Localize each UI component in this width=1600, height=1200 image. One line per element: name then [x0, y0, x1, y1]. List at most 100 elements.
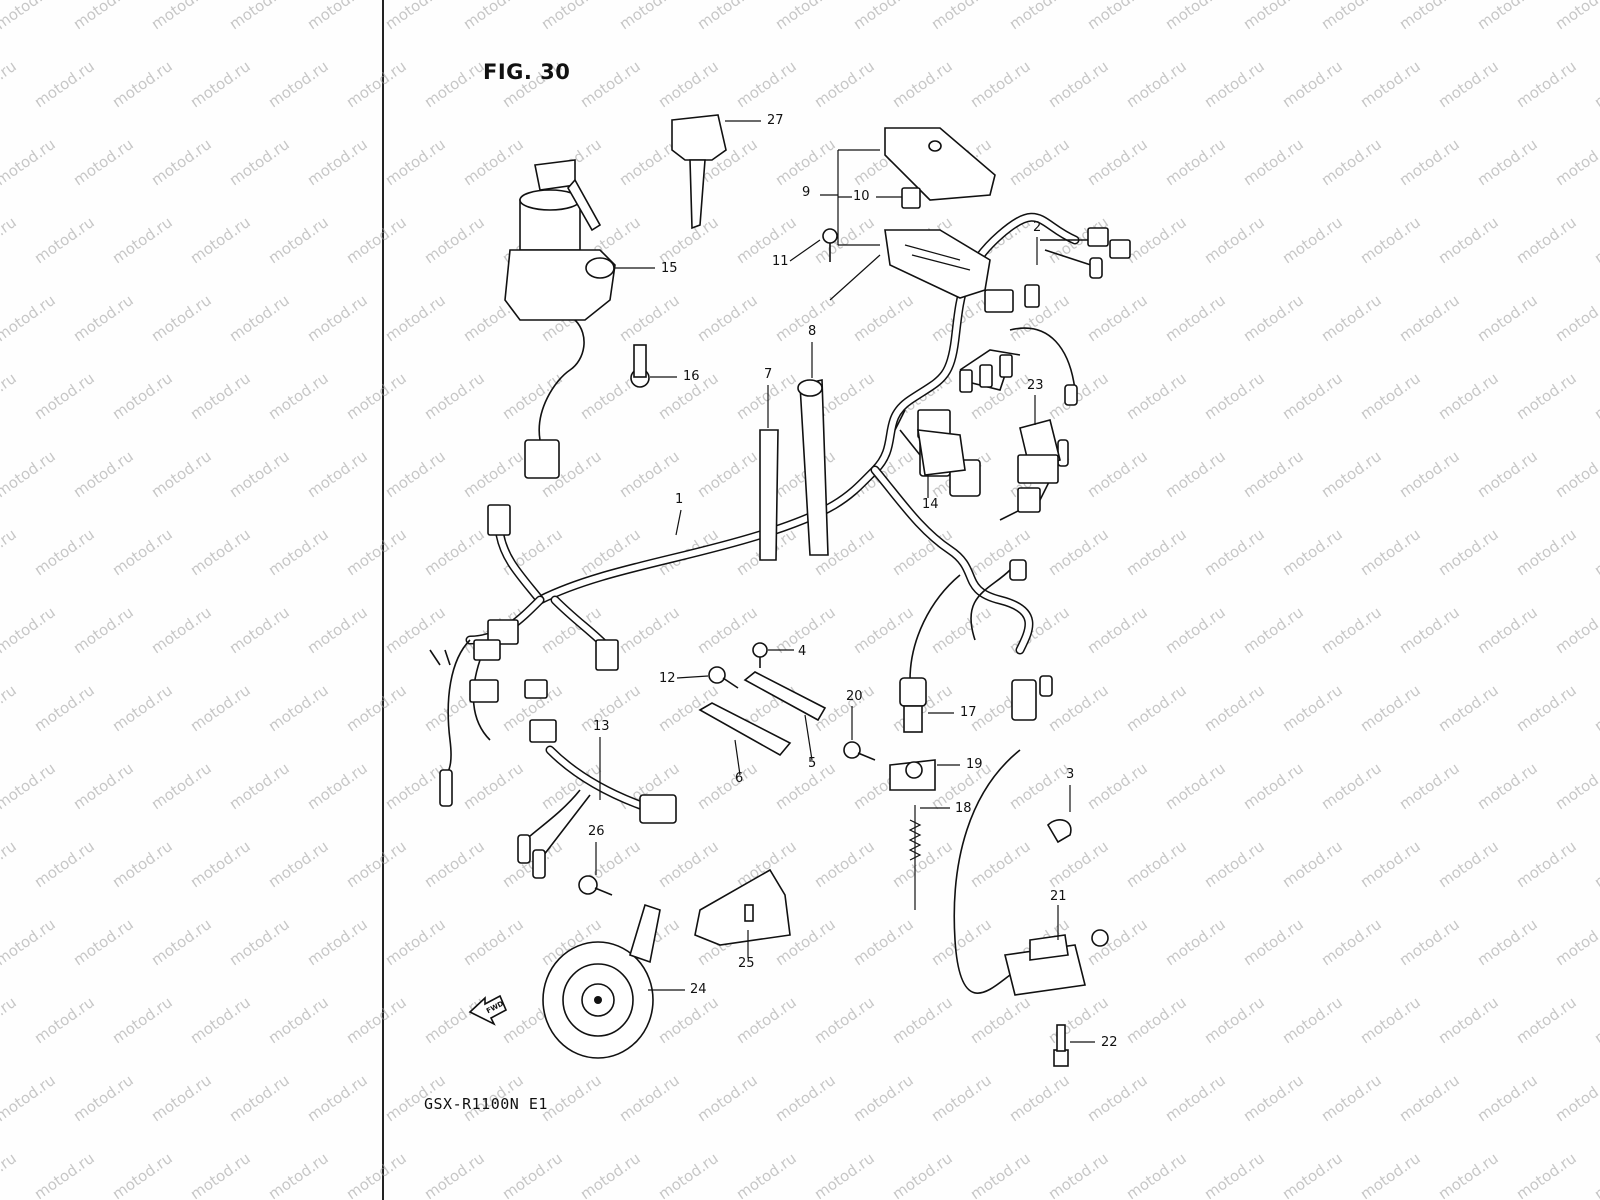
- watermark-text: motod.ru: [499, 1149, 566, 1200]
- watermark-text: motod.ru: [1162, 603, 1229, 657]
- watermark-text: motod.ru: [1201, 213, 1268, 267]
- watermark-text: motod.ru: [1357, 681, 1424, 735]
- watermark-text: motod.ru: [733, 1149, 800, 1200]
- callout-10: 10: [853, 189, 870, 204]
- callout-27: 27: [767, 113, 784, 128]
- straps-and-clamps: [698, 379, 1072, 844]
- watermark-text: motod.ru: [1045, 1149, 1112, 1200]
- watermark-text: motod.ru: [1435, 57, 1502, 111]
- callout-13: 13: [593, 719, 610, 734]
- watermark-text: motod.ru: [343, 993, 410, 1047]
- watermark-text: motod.ru: [1162, 1071, 1229, 1125]
- watermark-text: motod.ru: [382, 291, 449, 345]
- watermark-text: motod.ru: [148, 1071, 215, 1125]
- watermark-text: motod.ru: [343, 213, 410, 267]
- watermark-text: motod.ru: [1006, 135, 1073, 189]
- watermark-text: motod.ru: [1006, 0, 1073, 33]
- watermark-text: motod.ru: [1435, 993, 1502, 1047]
- callout-2: 2: [1033, 220, 1041, 235]
- watermark-text: motod.ru: [421, 1149, 488, 1200]
- watermark-text: motod.ru: [1006, 759, 1073, 813]
- watermark-text: motod.ru: [694, 0, 761, 33]
- watermark-text: motod.ru: [109, 57, 176, 111]
- watermark-text: motod.ru: [187, 1149, 254, 1200]
- watermark-text: motod.ru: [0, 213, 20, 267]
- watermark-text: motod.ru: [850, 0, 917, 33]
- watermark-text: motod.ru: [1357, 1149, 1424, 1200]
- watermark-text: motod.ru: [1045, 57, 1112, 111]
- stop-switch: [889, 574, 961, 910]
- watermark-text: motod.ru: [109, 525, 176, 579]
- watermark-text: motod.ru: [1279, 369, 1346, 423]
- watermark-text: motod.ru: [811, 57, 878, 111]
- watermark-text: motod.ru: [811, 213, 878, 267]
- watermark-text: motod.ru: [1123, 369, 1190, 423]
- watermark-text: motod.ru: [1435, 681, 1502, 735]
- watermark-text: motod.ru: [1552, 603, 1600, 657]
- watermark-text: motod.ru: [616, 1071, 683, 1125]
- watermark-text: motod.ru: [0, 135, 59, 189]
- watermark-text: motod.ru: [187, 525, 254, 579]
- callout-bracket-9: [820, 149, 880, 246]
- watermark-text: motod.ru: [1201, 837, 1268, 891]
- watermark-text: motod.ru: [889, 993, 956, 1047]
- watermark-text: motod.ru: [1513, 213, 1580, 267]
- watermark-text: motod.ru: [0, 603, 59, 657]
- watermark-text: motod.ru: [733, 213, 800, 267]
- watermark-text: motod.ru: [616, 0, 683, 33]
- watermark-text: motod.ru: [772, 291, 839, 345]
- watermark-text: motod.ru: [1474, 759, 1541, 813]
- callout-26: 26: [588, 824, 605, 839]
- watermark-text: motod.ru: [226, 0, 293, 33]
- watermark-text: motod.ru: [0, 915, 59, 969]
- watermark-text: motod.ru: [1474, 0, 1541, 33]
- watermark-text: motod.ru: [343, 837, 410, 891]
- watermark-text: motod.ru: [382, 135, 449, 189]
- watermark-text: motod.ru: [0, 1071, 59, 1125]
- watermark-text: motod.ru: [1591, 525, 1600, 579]
- watermark-text: motod.ru: [0, 291, 59, 345]
- watermark-text: motod.ru: [460, 447, 527, 501]
- ignition-key: [671, 114, 727, 230]
- watermark-text: motod.ru: [31, 1149, 98, 1200]
- watermark-text: motod.ru: [70, 1071, 137, 1125]
- watermark-text: motod.ru: [1318, 447, 1385, 501]
- watermark-text: motod.ru: [1240, 291, 1307, 345]
- watermark-text: motod.ru: [421, 57, 488, 111]
- callout-25: 25: [738, 956, 755, 971]
- watermark-text: motod.ru: [187, 837, 254, 891]
- watermark-text: motod.ru: [343, 1149, 410, 1200]
- watermark-text: motod.ru: [655, 213, 722, 267]
- watermark-text: motod.ru: [1591, 369, 1600, 423]
- watermark-text: motod.ru: [733, 57, 800, 111]
- watermark-text: motod.ru: [304, 1071, 371, 1125]
- watermark-text: motod.ru: [1591, 57, 1600, 111]
- watermark-text: motod.ru: [967, 1149, 1034, 1200]
- watermark-text: motod.ru: [1513, 1149, 1580, 1200]
- callout-leader-6: [734, 739, 741, 776]
- watermark-text: motod.ru: [967, 993, 1034, 1047]
- watermark-text: motod.ru: [1513, 681, 1580, 735]
- watermark-text: motod.ru: [1162, 915, 1229, 969]
- watermark-text: motod.ru: [226, 603, 293, 657]
- watermark-text: motod.ru: [0, 57, 20, 111]
- forward-direction-arrow: FWD: [468, 994, 508, 1026]
- watermark-text: motod.ru: [1084, 291, 1151, 345]
- watermark-text: motod.ru: [1240, 603, 1307, 657]
- watermark-text: motod.ru: [460, 759, 527, 813]
- watermark-text: motod.ru: [226, 447, 293, 501]
- watermark-text: motod.ru: [1240, 135, 1307, 189]
- watermark-text: motod.ru: [1318, 0, 1385, 33]
- wiring-harness-main: [429, 212, 1131, 807]
- watermark-text: motod.ru: [0, 759, 59, 813]
- watermark-text: motod.ru: [109, 681, 176, 735]
- watermark-text: motod.ru: [1084, 135, 1151, 189]
- watermark-text: motod.ru: [1474, 603, 1541, 657]
- watermark-text: motod.ru: [1591, 837, 1600, 891]
- watermark-text: motod.ru: [1513, 993, 1580, 1047]
- watermark-text: motod.ru: [109, 1149, 176, 1200]
- watermark-text: motod.ru: [967, 57, 1034, 111]
- watermark-text: motod.ru: [889, 1149, 956, 1200]
- watermark-text: motod.ru: [1201, 681, 1268, 735]
- watermark-text: motod.ru: [343, 525, 410, 579]
